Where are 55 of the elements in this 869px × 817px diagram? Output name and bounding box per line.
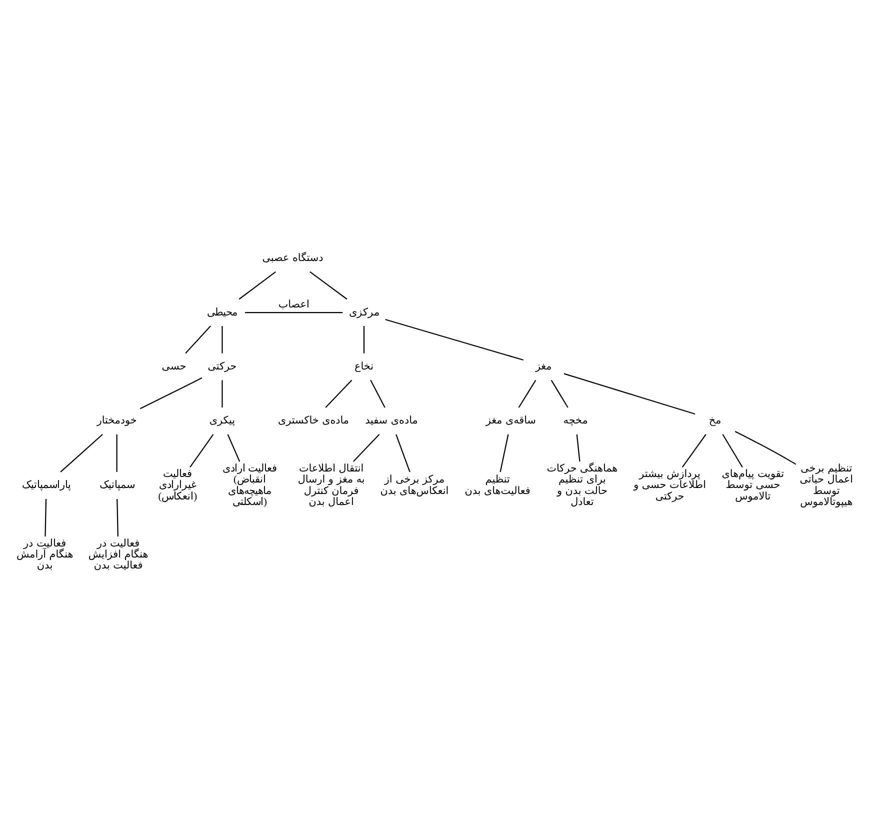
connector [190,434,214,467]
node-text: پردازش بیشتر اطلاعات حسی و حرکتی [634,468,706,502]
connector [734,430,796,464]
node-text: مرکز برخی از انعکاس‌های بدن [380,473,449,496]
edge-label: اعصاب [278,298,310,310]
connector [385,318,524,360]
connector [722,434,743,467]
node-text: تنظیم فعالیت‌های بدن [464,473,530,496]
connector [116,434,118,472]
node-text: هماهنگی حرکات برای تنظیم حالت بدن و تعادل [546,462,618,508]
connector [44,498,47,536]
node-text: مخچه [563,414,588,426]
node-text: سمپاتیک [99,480,134,491]
node-text: ماده‌ی سفید [365,414,418,426]
connector [682,434,706,467]
connector [222,326,223,353]
node-text: انتقال اطلاعات به مغز و ارسال فرمان کنترل اعمال بدن [298,462,365,508]
connector [550,379,568,408]
node-text: نخاع [354,360,374,372]
connector [185,325,211,354]
node-text: دستگاه عصبی [262,252,324,264]
node-text: مغز [535,360,552,372]
node-text: ساقه‌ی مغز [486,414,536,426]
node-text: خودمختار [96,414,137,426]
connector [60,433,103,472]
node-text: فعالیت ارادی (انقباض ماهیچه‌های اسکلتی) [222,462,277,508]
connector [396,434,410,472]
node-text: فعالیت در هنگام آرامش بدن [16,536,74,572]
connector [353,434,380,462]
node-text: مرکزی [348,306,379,318]
node-text: فعالیت در هنگام افزایش فعالیت بدن [88,536,148,572]
node-text: تنظیم برخی اعمال حیاتی توسط هیپوتالاموس [800,462,854,508]
node-text: حسی [162,360,186,372]
node-text: پیکری [209,414,236,426]
node-text: پاراسمپاتیک [22,480,71,491]
node-text: حرکتی [208,360,237,372]
node-text: مخ [708,414,722,426]
connector [370,379,386,408]
connector [564,372,696,414]
connector [222,380,223,407]
connector [325,379,352,408]
connector [518,379,536,408]
connector [238,270,276,300]
connector [245,311,343,313]
node-text: فعالیت غیرارادی (انعکاس) [158,468,198,502]
connector [310,270,348,300]
connector [576,434,580,462]
connector [140,376,202,409]
node-text: تقویت پیام‌های حسی توسط تالاموس [722,468,784,502]
node-text: محیطی [207,306,238,318]
connector [363,326,365,353]
connector [116,498,118,536]
connector [227,434,240,462]
node-text: ماده‌ی خاکستری [278,414,349,426]
connector [500,434,509,472]
